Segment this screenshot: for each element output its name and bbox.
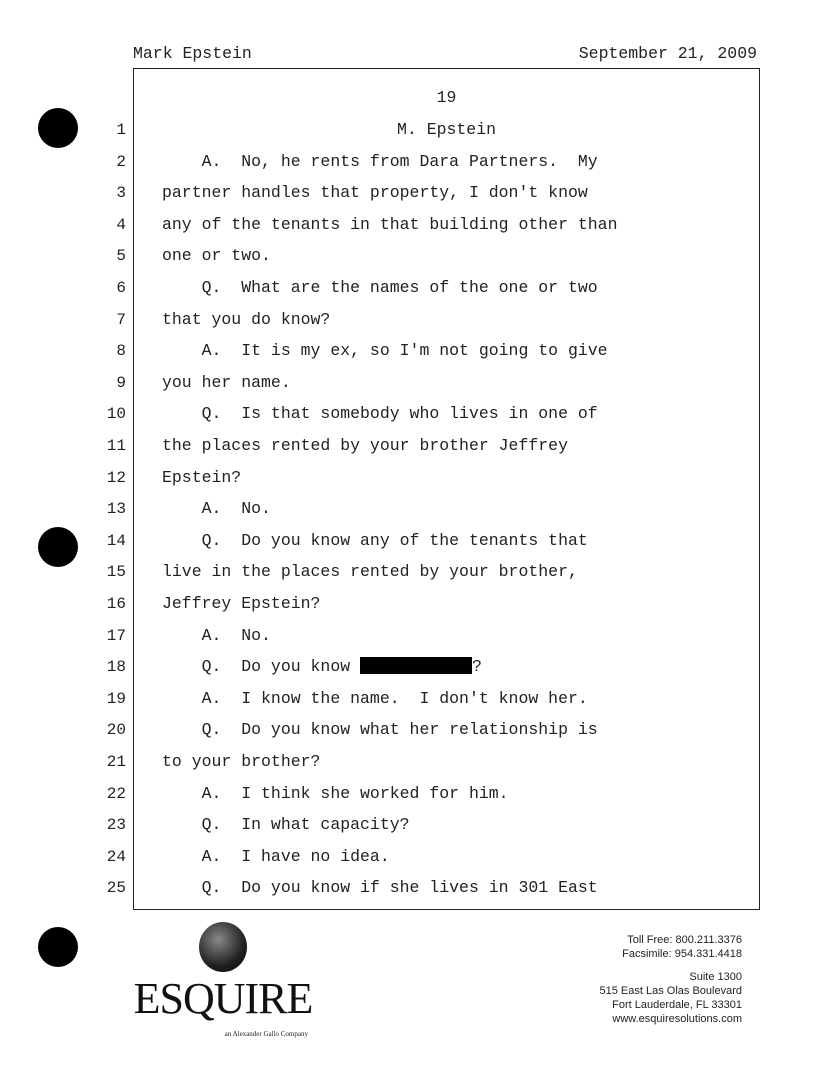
punch-hole bbox=[38, 927, 78, 967]
globe-icon bbox=[199, 922, 247, 972]
page-number: 19 bbox=[436, 88, 457, 107]
line-text: A. No. bbox=[162, 499, 271, 519]
line-text: Epstein? bbox=[162, 467, 242, 487]
line-text: A. I have no idea. bbox=[162, 846, 390, 866]
line-number: 7 bbox=[116, 310, 126, 329]
line-text: any of the tenants in that building othe… bbox=[162, 214, 618, 234]
line-text: the places rented by your brother Jeffre… bbox=[162, 436, 568, 455]
line-text: you her name. bbox=[162, 372, 291, 392]
line-text: M. Epstein bbox=[396, 120, 497, 139]
line-text: Q. Do you know what her relationship is bbox=[162, 720, 598, 740]
suite: Suite 1300 bbox=[689, 971, 742, 983]
esquire-logo: ESQUIRE an Alexander Gallo Company bbox=[128, 922, 318, 1039]
line-number: 8 bbox=[116, 342, 126, 361]
line-number: 2 bbox=[116, 152, 126, 171]
deposition-date: September 21, 2009 bbox=[578, 44, 757, 63]
street: 515 East Las Olas Boulevard bbox=[599, 985, 742, 997]
line-number: 15 bbox=[106, 563, 126, 582]
line-text: Jeffrey Epstein? bbox=[162, 594, 321, 613]
line-text: Q. In what capacity? bbox=[162, 815, 410, 835]
line-number: 3 bbox=[116, 184, 126, 203]
punch-hole bbox=[38, 108, 78, 148]
line-number: 17 bbox=[106, 626, 126, 645]
logo-name: ESQUIRE bbox=[133, 974, 314, 1023]
line-number: 18 bbox=[106, 658, 126, 677]
punch-hole bbox=[38, 527, 78, 567]
line-text: one or two. bbox=[162, 246, 271, 266]
line-number: 22 bbox=[106, 784, 126, 803]
line-text: Q. Do you know if she lives in 301 East bbox=[162, 878, 598, 898]
line-number: 11 bbox=[106, 437, 126, 455]
line-text-after: ? bbox=[472, 657, 482, 677]
line-text: Q. Is that somebody who lives in one of bbox=[162, 404, 598, 424]
line-text: Q. Do you know ? bbox=[162, 657, 482, 677]
line-number: 16 bbox=[106, 595, 126, 613]
witness-name: Mark Epstein bbox=[133, 44, 252, 63]
line-number: 24 bbox=[106, 847, 126, 866]
line-text: A. It is my ex, so I'm not going to give bbox=[162, 341, 608, 361]
line-number: 25 bbox=[106, 879, 126, 898]
fax: Facsimile: 954.331.4418 bbox=[622, 948, 742, 960]
line-text: Q. Do you know any of the tenants that bbox=[162, 530, 588, 550]
line-number: 19 bbox=[106, 689, 126, 708]
line-number: 6 bbox=[116, 279, 126, 297]
line-number: 4 bbox=[116, 215, 126, 234]
line-text: live in the places rented by your brothe… bbox=[162, 562, 578, 582]
transcript-box bbox=[133, 68, 760, 910]
toll-free: Toll Free: 800.211.3376 bbox=[627, 934, 742, 946]
line-number: 9 bbox=[116, 373, 126, 392]
line-number: 20 bbox=[106, 721, 126, 740]
line-number: 1 bbox=[116, 121, 126, 139]
line-number: 23 bbox=[106, 816, 126, 835]
line-text: A. No, he rents from Dara Partners. My bbox=[162, 151, 598, 171]
line-text: Q. What are the names of the one or two bbox=[162, 278, 598, 297]
line-text: A. I think she worked for him. bbox=[162, 783, 509, 803]
line-number: 14 bbox=[106, 531, 126, 550]
line-number: 21 bbox=[106, 753, 126, 771]
line-number: 10 bbox=[106, 405, 126, 424]
line-text: A. I know the name. I don't know her. bbox=[162, 688, 588, 708]
website[interactable]: www.esquiresolutions.com bbox=[612, 1013, 742, 1025]
redaction-block bbox=[360, 657, 473, 675]
line-number: 12 bbox=[106, 468, 126, 487]
line-text: A. No. bbox=[162, 625, 271, 645]
line-number: 5 bbox=[116, 247, 126, 266]
line-text-before: Q. Do you know bbox=[162, 657, 361, 677]
line-number: 13 bbox=[106, 500, 126, 519]
logo-tagline: an Alexander Gallo Company bbox=[224, 1030, 308, 1038]
line-text: that you do know? bbox=[162, 309, 331, 329]
line-text: to your brother? bbox=[162, 752, 321, 771]
line-text: partner handles that property, I don't k… bbox=[162, 183, 588, 203]
contact-info: Toll Free: 800.211.3376 Facsimile: 954.3… bbox=[600, 933, 742, 1026]
city: Fort Lauderdale, FL 33301 bbox=[612, 999, 742, 1011]
